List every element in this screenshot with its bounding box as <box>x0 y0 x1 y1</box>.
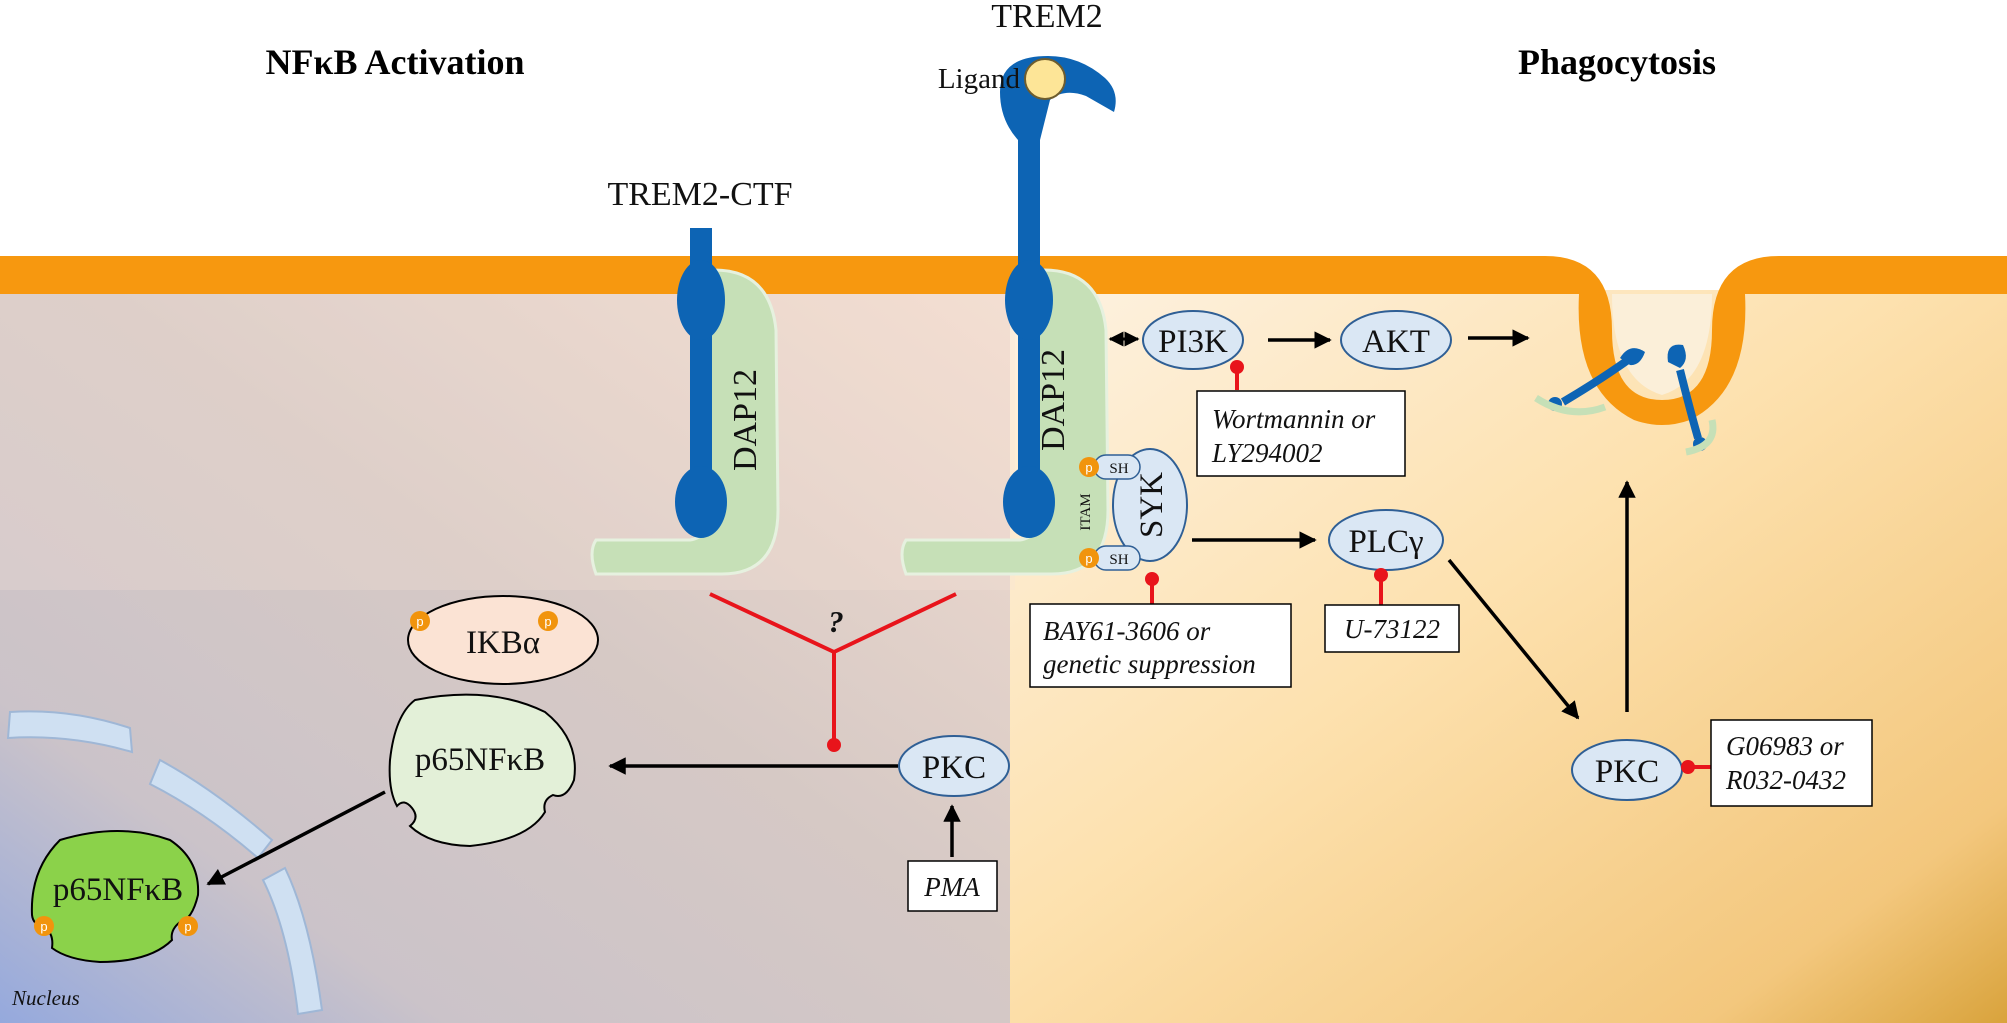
pma-text: PMA <box>923 872 980 902</box>
wortmannin-inhibition-dot <box>1230 360 1244 374</box>
bay-box <box>1029 603 1292 688</box>
ligand-label: Ligand <box>938 63 1021 95</box>
plcg-node <box>1328 509 1444 571</box>
wortmannin-text-2: LY294002 <box>1211 438 1323 468</box>
cup-receptor-right <box>1667 344 1717 456</box>
p65-nucleus-arrow <box>206 790 386 886</box>
phagocytosis-title: Phagocytosis <box>1518 42 1716 82</box>
u73122-inhibition-dot <box>1374 568 1388 582</box>
ikba-phospho-right: p <box>544 614 551 629</box>
ctf-inhibition-dot <box>827 738 841 752</box>
itam-phospho-top: p <box>1085 460 1092 475</box>
left-inner-shade <box>0 290 1015 590</box>
itam-phospho-bottom: p <box>1085 551 1092 566</box>
ikba-phospho-left: p <box>416 614 423 629</box>
bay-text-1: BAY61-3606 or <box>1043 616 1211 646</box>
trem2-label: TREM2 <box>991 0 1102 35</box>
g06983-box <box>1710 719 1873 807</box>
p65-active-node <box>30 830 200 964</box>
g06983-inhibition-dot <box>1681 760 1695 774</box>
trem2-ctf-receptor <box>675 228 727 538</box>
bay-text-2: genetic suppression <box>1043 649 1256 679</box>
g06983-text-2: R032-0432 <box>1725 765 1846 795</box>
ikba-label: IKBα <box>466 625 540 661</box>
p65-active-phospho-right: p <box>184 919 191 934</box>
trem2-ctf-label: TREM2-CTF <box>607 176 792 213</box>
syk-complex: SYK SH SH ITAM p p <box>1078 448 1188 571</box>
syk-label: SYK <box>1134 472 1170 538</box>
dap12-right-label: DAP12 <box>1035 349 1072 451</box>
u73122-text: U-73122 <box>1344 614 1440 644</box>
pkc-right-label: PKC <box>1595 754 1659 790</box>
akt-label: AKT <box>1362 324 1430 360</box>
pkc-left-label: PKC <box>922 750 986 786</box>
wortmannin-box <box>1196 390 1406 477</box>
membrane-band-left <box>0 256 1545 294</box>
pi3k-label: PI3K <box>1158 324 1228 360</box>
g06983-text-1: G06983 or <box>1726 731 1844 761</box>
p65-inactive-label: p65NFκB <box>415 742 545 778</box>
u73122-box <box>1324 604 1460 653</box>
cup-receptor-left <box>1534 348 1645 416</box>
akt-node <box>1340 310 1452 370</box>
dap12-left-label: DAP12 <box>727 369 764 471</box>
trem2-receptor <box>1000 56 1116 538</box>
question-mark: ? <box>828 604 844 639</box>
ctf-inhibition-y <box>709 592 957 743</box>
p65-active-label: p65NFκB <box>53 872 183 908</box>
nucleus-label: Nucleus <box>11 986 80 1010</box>
plcg-label: PLCγ <box>1348 524 1423 560</box>
itam-label: ITAM <box>1078 493 1094 530</box>
nfkb-activation-title: NFκB Activation <box>266 42 525 82</box>
ligand-icon <box>1024 58 1066 100</box>
pkc-left-node <box>898 735 1010 797</box>
sh-top-label: SH <box>1109 461 1128 477</box>
p65-active-phospho-left: p <box>40 919 47 934</box>
sh-bottom-label: SH <box>1109 552 1128 568</box>
phagocytic-cup-interior <box>1612 294 1712 395</box>
pi3k-node <box>1142 310 1244 370</box>
wortmannin-text-1: Wortmannin or <box>1212 404 1376 434</box>
bay-inhibition-dot <box>1145 572 1159 586</box>
pma-box <box>907 860 998 912</box>
nucleus-envelope <box>6 710 324 1016</box>
plcg-pkc-arrow <box>1447 558 1580 720</box>
p65-inactive-node <box>388 693 576 848</box>
